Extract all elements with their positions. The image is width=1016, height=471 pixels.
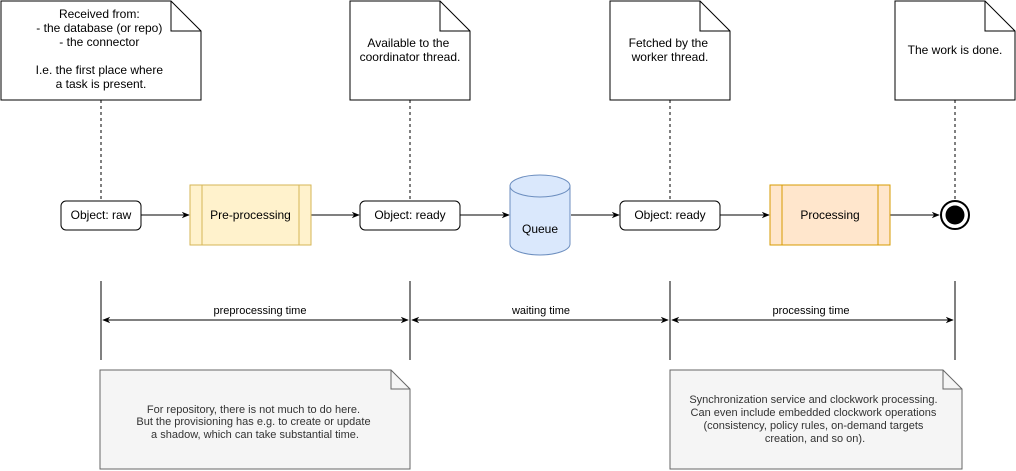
- svg-text:For repository, there is not m: For repository, there is not much to do …: [136, 404, 373, 441]
- note-received-line: Received from:: [59, 7, 140, 21]
- node-preprocessing-label: Pre-processing: [210, 208, 291, 222]
- comment-repository[interactable]: For repository, there is not much to do …: [99, 369, 411, 470]
- svg-text:Synchronization service and cl: Synchronization service and clockwork pr…: [689, 394, 940, 445]
- node-object-raw-label: Object: raw: [71, 208, 132, 222]
- comment-sync-line: (consistency, policy rules, on-demand ta…: [704, 420, 924, 432]
- note-fetched-line: Fetched by the: [629, 36, 709, 50]
- comment-sync-line: Can even include embedded clockwork oper…: [691, 407, 937, 419]
- svg-text:The work is done.: The work is done.: [908, 43, 1003, 57]
- svg-text:Fetched by the worker th: Fetched by the worker thread.: [629, 36, 712, 64]
- node-processing-label: Processing: [800, 208, 859, 222]
- comment-sync-line: creation, and so on).: [765, 433, 865, 445]
- note-received-line: I.e. the first place where: [36, 63, 164, 77]
- duration-label-waiting: waiting time: [511, 305, 570, 317]
- node-preprocessing[interactable]: Pre-processing: [189, 184, 312, 246]
- note-received-line: a task is present.: [56, 77, 147, 91]
- node-object-ready-2[interactable]: Object: ready: [619, 200, 721, 231]
- duration-label-preprocessing: preprocessing time: [214, 305, 307, 317]
- note-available-line: Available to the: [367, 36, 449, 50]
- end-node[interactable]: [940, 200, 970, 230]
- note-done-line: The work is done.: [908, 43, 1003, 57]
- note-available[interactable]: Available to the coordinator thread.: [349, 0, 471, 101]
- svg-text:Received from: - the dat: Received from: - the database (or repo) …: [36, 7, 167, 91]
- comment-repository-line: For repository, there is not much to do …: [147, 404, 360, 416]
- note-received-line: - the connector: [59, 35, 139, 49]
- note-received[interactable]: Received from: - the database (or repo) …: [0, 0, 202, 101]
- node-queue[interactable]: Queue: [509, 174, 571, 256]
- note-available-line: coordinator thread.: [360, 50, 461, 64]
- comment-sync[interactable]: Synchronization service and clockwork pr…: [669, 369, 963, 470]
- note-received-line: - the database (or repo): [36, 21, 162, 35]
- note-fetched[interactable]: Fetched by the worker thread.: [609, 0, 731, 101]
- node-object-ready-2-label: Object: ready: [634, 208, 705, 222]
- node-queue-label: Queue: [522, 222, 558, 236]
- note-done[interactable]: The work is done.: [894, 0, 1016, 101]
- comment-sync-line: Synchronization service and clockwork pr…: [689, 394, 937, 406]
- svg-text:Available to the coordin: Available to the coordinator thread.: [360, 36, 461, 64]
- node-object-ready-1[interactable]: Object: ready: [359, 200, 461, 231]
- comment-repository-line: But the provisioning has e.g. to create …: [136, 416, 370, 428]
- duration-label-processing: processing time: [772, 305, 849, 317]
- note-fetched-line: worker thread.: [631, 50, 709, 64]
- node-object-raw[interactable]: Object: raw: [60, 200, 142, 231]
- comment-repository-line: a shadow, which can take substantial tim…: [151, 429, 359, 441]
- node-object-ready-1-label: Object: ready: [374, 208, 445, 222]
- node-processing[interactable]: Processing: [769, 184, 891, 246]
